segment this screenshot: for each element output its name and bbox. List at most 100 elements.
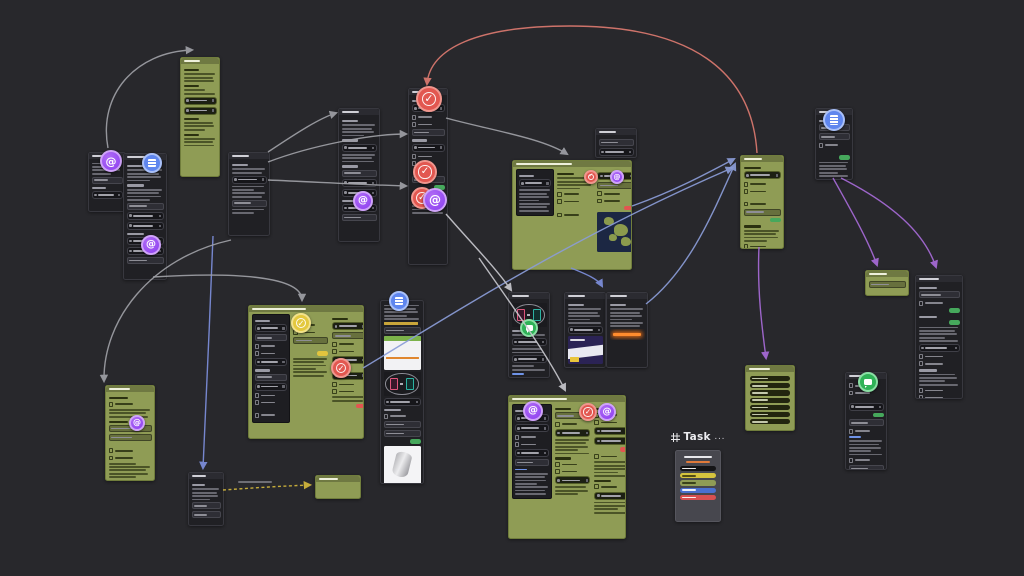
input-row[interactable] — [91, 176, 123, 184]
task-pill[interactable] — [750, 419, 790, 425]
node-banner[interactable] — [564, 292, 606, 368]
checkbox-row[interactable] — [597, 191, 631, 197]
task-pill[interactable] — [750, 397, 790, 403]
checkbox-row[interactable] — [557, 212, 593, 218]
input-row[interactable] — [341, 169, 377, 177]
field-row[interactable] — [411, 143, 445, 152]
input-row[interactable] — [514, 459, 549, 467]
input-row[interactable] — [126, 257, 164, 265]
checkbox-row[interactable] — [332, 389, 363, 394]
task-header-ellipsis[interactable]: ... — [714, 432, 726, 442]
input-row[interactable] — [848, 465, 884, 469]
node-steps[interactable]: @ — [338, 108, 380, 242]
input-row[interactable] — [818, 133, 850, 141]
checkbox-row[interactable] — [514, 434, 549, 440]
task-pill[interactable] — [750, 390, 790, 396]
node-review-col[interactable] — [915, 275, 963, 399]
checkbox-row[interactable] — [743, 244, 781, 248]
field-row[interactable] — [254, 324, 288, 333]
checkbox-row[interactable] — [594, 484, 625, 490]
field-row[interactable] — [341, 143, 377, 152]
input-row[interactable] — [383, 420, 421, 428]
checkbox-row[interactable] — [918, 395, 960, 398]
node-approval[interactable] — [815, 108, 853, 180]
link-text[interactable] — [848, 435, 862, 438]
checkbox-row[interactable] — [108, 401, 152, 407]
input-row[interactable] — [191, 502, 221, 510]
field-row[interactable] — [383, 397, 421, 406]
task-pill[interactable] — [750, 404, 790, 410]
checkbox-row[interactable] — [411, 121, 445, 127]
node-backstory[interactable] — [180, 57, 220, 177]
checkbox-row[interactable] — [254, 412, 288, 418]
input-row[interactable] — [411, 129, 445, 137]
node-design-brief[interactable]: @ — [105, 385, 155, 481]
task-pill[interactable] — [750, 411, 790, 418]
checkbox-row[interactable] — [918, 300, 960, 306]
node-parse[interactable] — [595, 128, 637, 158]
input-row[interactable] — [231, 199, 267, 207]
input-row[interactable] — [332, 332, 363, 340]
input-row[interactable] — [848, 419, 884, 427]
field-row[interactable] — [341, 178, 377, 187]
field-row[interactable] — [848, 402, 884, 411]
field-row[interactable] — [518, 179, 552, 188]
field-row[interactable] — [126, 221, 164, 230]
checkbox-row[interactable] — [918, 361, 960, 367]
checkbox-row[interactable] — [383, 413, 421, 419]
input-row[interactable] — [293, 337, 329, 345]
checkbox-row[interactable] — [332, 341, 363, 347]
task-pill[interactable] — [750, 376, 790, 382]
task-pill[interactable] — [750, 383, 790, 389]
field-row[interactable] — [918, 343, 960, 352]
field-row[interactable] — [126, 211, 164, 220]
group-final[interactable]: @✓@ — [508, 395, 626, 539]
input-row[interactable] — [598, 139, 634, 146]
input-row[interactable] — [383, 326, 421, 334]
task-pill[interactable] — [680, 480, 716, 486]
checkbox-row[interactable] — [848, 428, 884, 434]
node-conversation[interactable] — [508, 292, 550, 378]
node-image-note[interactable] — [188, 472, 224, 526]
checkbox-row[interactable] — [743, 188, 781, 194]
field-row[interactable] — [598, 148, 634, 156]
checkbox-row[interactable] — [332, 348, 363, 354]
task-pill[interactable] — [680, 473, 716, 479]
checkbox-row[interactable] — [918, 354, 960, 360]
input-row[interactable] — [191, 511, 221, 519]
checkbox-row[interactable] — [554, 462, 591, 467]
field-row[interactable] — [254, 382, 288, 391]
task-pill[interactable] — [680, 494, 716, 500]
checkbox-row[interactable] — [108, 448, 152, 454]
input-row[interactable] — [383, 429, 421, 437]
node-ui-preview[interactable] — [380, 291, 424, 484]
field-row[interactable] — [514, 449, 549, 458]
field-row[interactable] — [594, 437, 625, 446]
node-chat-review[interactable] — [845, 372, 887, 470]
input-row[interactable] — [918, 291, 960, 299]
node-output-pill[interactable] — [315, 475, 361, 499]
checkbox-row[interactable] — [514, 441, 549, 447]
group-scenes[interactable]: ✓✓ — [248, 305, 364, 439]
task-pill[interactable] — [680, 466, 716, 472]
checkbox-row[interactable] — [918, 388, 960, 393]
field-row[interactable] — [332, 322, 363, 331]
field-row[interactable] — [554, 428, 591, 437]
checkbox-row[interactable] — [848, 457, 884, 463]
input-row[interactable] — [868, 281, 906, 288]
node-brief[interactable] — [228, 152, 270, 236]
checkbox-row[interactable] — [254, 400, 288, 405]
field-row[interactable] — [254, 358, 288, 367]
field-row[interactable] — [183, 96, 217, 105]
checkbox-row[interactable] — [594, 454, 625, 459]
node-logo[interactable] — [606, 292, 648, 368]
input-row[interactable] — [108, 433, 152, 441]
checkbox-row[interactable] — [743, 201, 781, 207]
checkbox-row[interactable] — [254, 392, 288, 398]
checkbox-row[interactable] — [108, 455, 152, 461]
field-row[interactable] — [511, 355, 547, 364]
node-changelog[interactable] — [745, 365, 795, 431]
link-text[interactable] — [511, 372, 525, 375]
checkbox-row[interactable] — [332, 381, 363, 387]
checkbox-row[interactable] — [594, 419, 625, 425]
